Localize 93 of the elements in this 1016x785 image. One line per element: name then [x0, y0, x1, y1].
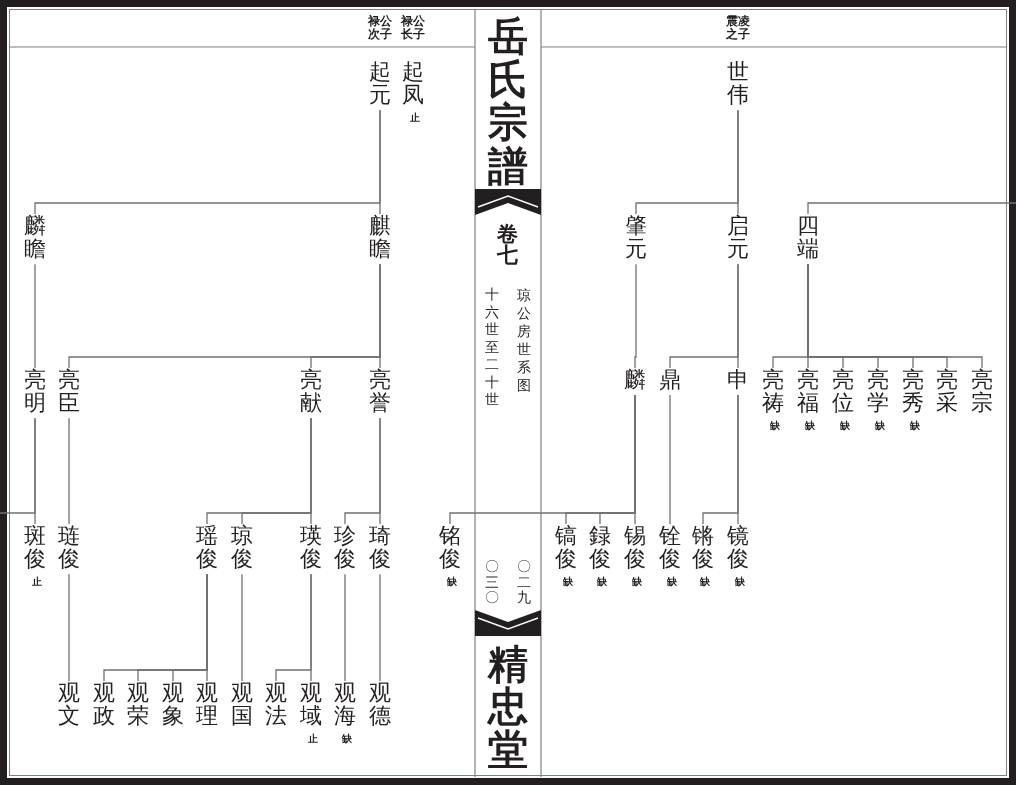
lineage-line [275, 573, 312, 682]
person-name: 观域 [299, 681, 324, 732]
lineage-line [103, 573, 208, 682]
status-mark: 缺 [805, 421, 815, 432]
person-name: 四端 [796, 214, 821, 265]
status-mark: 缺 [770, 421, 780, 432]
person-name: 申 [726, 368, 751, 396]
status-mark: 缺 [840, 421, 850, 432]
volume-label: 卷七 [496, 223, 520, 265]
person-name: 亮采 [935, 368, 960, 419]
lineage-line [241, 573, 243, 682]
status-mark: 止 [308, 734, 318, 745]
status-mark: 止 [410, 113, 420, 124]
person-name: 观海 [333, 681, 358, 732]
hall-name: 精忠堂 [486, 643, 529, 771]
person-name: 瑛俊 [299, 524, 324, 575]
lineage-line [635, 109, 739, 215]
status-mark: 缺 [735, 577, 745, 588]
person-name: 麒瞻 [368, 214, 393, 265]
person-name: 亮学 [866, 368, 891, 419]
person-name: 起元 [368, 60, 393, 111]
person-name: 观法 [264, 681, 289, 732]
lineage-line [68, 573, 70, 682]
person-name: 斑俊 [23, 524, 48, 575]
page-number: 〇三〇 [484, 559, 500, 606]
branch-title: 琼公房世系图 [516, 286, 532, 395]
status-mark: 缺 [667, 577, 677, 588]
status-mark: 缺 [910, 421, 920, 432]
person-name: 亮位 [831, 368, 856, 419]
person-name: 亮献 [299, 368, 324, 419]
person-name: 观文 [57, 681, 82, 732]
person-name: 肇元 [624, 214, 649, 265]
lineage-line [807, 202, 1016, 215]
person-name: 观德 [368, 681, 393, 732]
lineage-line [634, 263, 637, 369]
person-name: 观荣 [126, 681, 151, 732]
person-name: 观理 [195, 681, 220, 732]
status-mark: 缺 [342, 734, 352, 745]
person-name: 启元 [726, 214, 751, 265]
lineage-line [379, 573, 381, 682]
person-name: 瑶俊 [195, 524, 220, 575]
lineage-line [449, 394, 636, 525]
book-title: 岳氏宗譜 [486, 14, 529, 187]
status-mark: 缺 [447, 577, 457, 588]
lineage-line [68, 263, 381, 369]
person-name: 铭俊 [438, 524, 463, 575]
lineage-line [34, 263, 36, 369]
person-name: 镐俊 [554, 524, 579, 575]
lineage-line [206, 417, 312, 525]
person-name: 铨俊 [658, 524, 683, 575]
page-number: 〇二九 [516, 559, 532, 606]
person-name: 亮誉 [368, 368, 393, 419]
person-name: 鼎 [658, 368, 683, 396]
person-name: 亮福 [796, 368, 821, 419]
lineage-line [702, 394, 739, 525]
status-mark: 缺 [597, 577, 607, 588]
person-name: 琏俊 [57, 524, 82, 575]
person-name: 亮臣 [57, 368, 82, 419]
person-name: 亮祷 [761, 368, 786, 419]
person-name: 亮明 [23, 368, 48, 419]
status-mark: 缺 [700, 577, 710, 588]
generation-range: 十六世至二十世 [484, 286, 500, 409]
person-name: 锵俊 [691, 524, 716, 575]
lineage-note: 震凌之子 [725, 15, 751, 42]
person-name: 琼俊 [230, 524, 255, 575]
person-name: 録俊 [588, 524, 613, 575]
person-name: 亮秀 [901, 368, 926, 419]
status-mark: 缺 [563, 577, 573, 588]
person-name: 观政 [92, 681, 117, 732]
lineage-line [344, 417, 381, 525]
person-name: 麟瞻 [23, 214, 48, 265]
person-name: 世伟 [726, 60, 751, 111]
person-name: 亮宗 [970, 368, 995, 419]
person-name: 镜俊 [726, 524, 751, 575]
lineage-line [68, 417, 70, 525]
lineage-line [344, 573, 346, 682]
person-name: 锡俊 [623, 524, 648, 575]
lineage-line [669, 394, 671, 525]
lineage-line [34, 109, 381, 215]
person-name: 麟 [623, 368, 648, 396]
lineage-note: 禄公长子 [400, 15, 426, 42]
person-name: 起凤 [401, 60, 426, 111]
status-mark: 缺 [875, 421, 885, 432]
person-name: 珍俊 [333, 524, 358, 575]
status-mark: 止 [32, 577, 42, 588]
lineage-line [772, 263, 809, 369]
lineage-line [0, 417, 36, 514]
lineage-note: 禄公次子 [367, 15, 393, 42]
lineage-line [669, 263, 739, 369]
status-mark: 缺 [632, 577, 642, 588]
person-name: 观象 [161, 681, 186, 732]
person-name: 观国 [230, 681, 255, 732]
person-name: 琦俊 [368, 524, 393, 575]
